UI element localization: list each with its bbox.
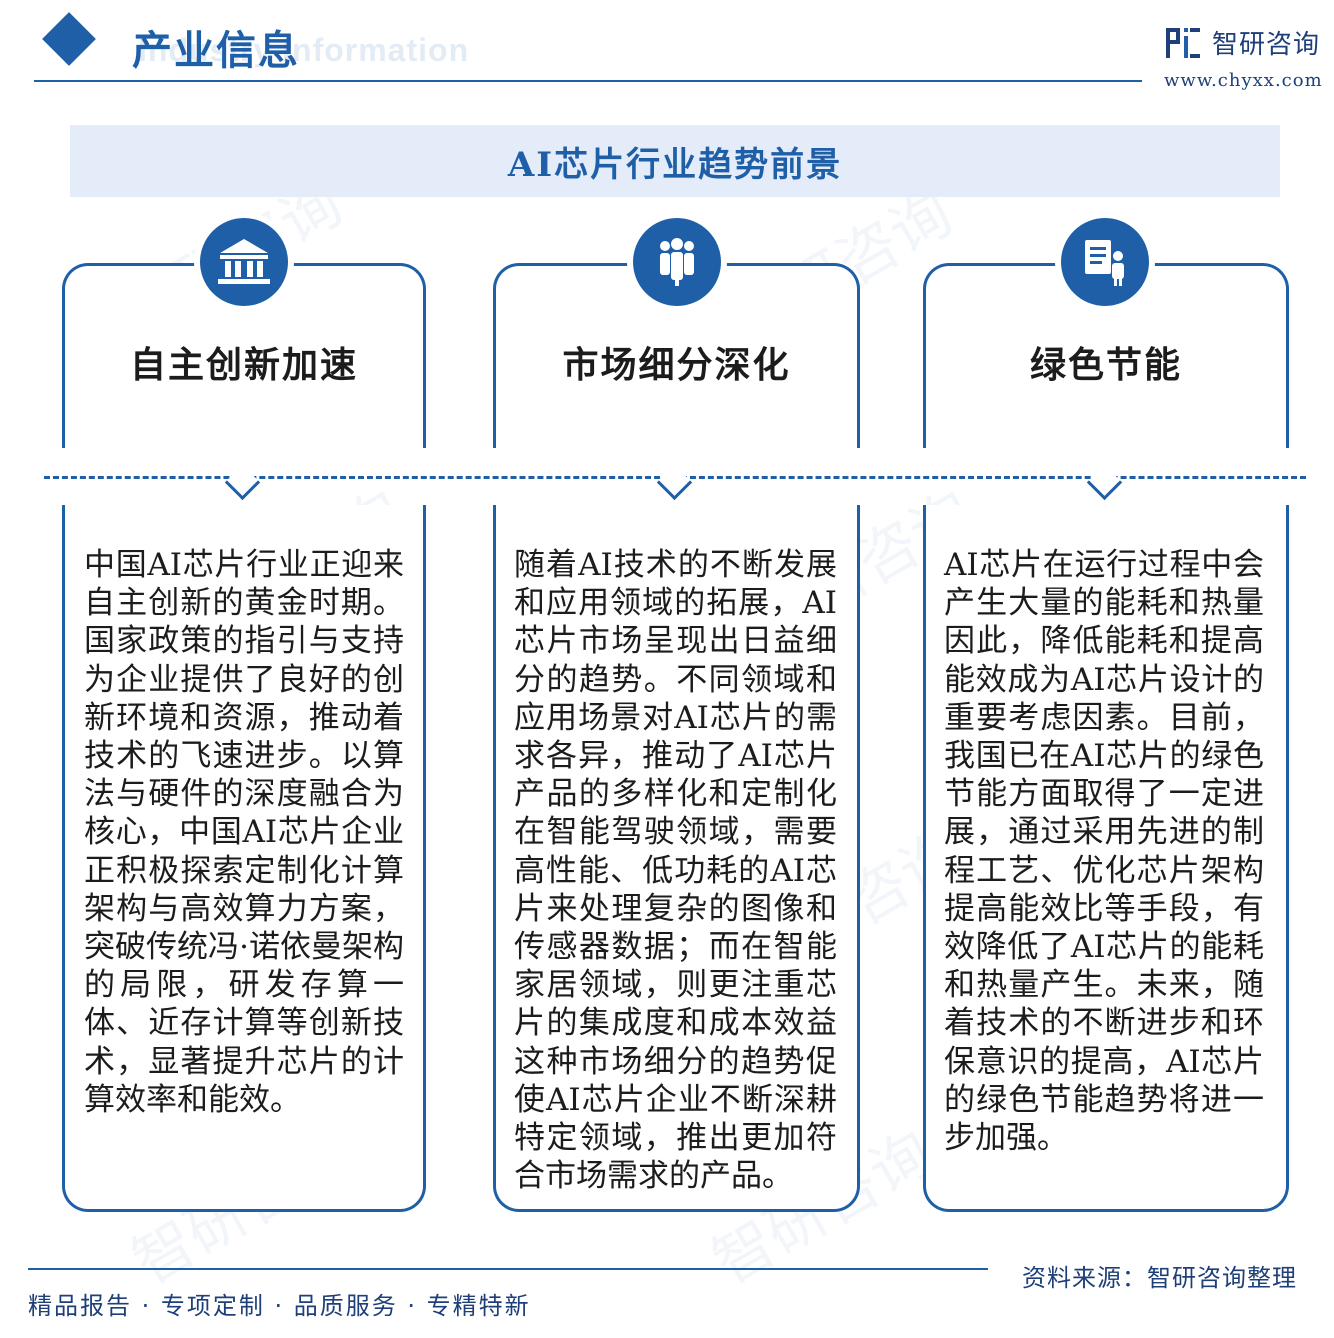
footer-divider	[28, 1268, 988, 1270]
data-source: 资料来源：智研咨询整理	[1022, 1264, 1297, 1292]
section-banner: AI芯片行业趋势前景	[70, 125, 1280, 197]
card-body-3	[923, 505, 1289, 1212]
bank-icon	[194, 212, 294, 312]
footer-slogan: 精品报告 · 专项定制 · 品质服务 · 专精特新	[28, 1292, 531, 1320]
chevron-down-icon	[224, 464, 261, 501]
people-group-icon	[627, 212, 727, 312]
logo-name: 智研咨询	[1212, 30, 1321, 60]
column-text-2: 随着AI技术的不断发展和应用领域的拓展，AI芯片市场呈现出日益细分的趋势。不同领…	[514, 547, 837, 1195]
document-person-icon	[1055, 212, 1155, 312]
logo-url[interactable]: www.chyxx.com	[1164, 70, 1323, 91]
header-subtitle: Industry Information	[138, 32, 470, 68]
chevron-down-icon	[1086, 464, 1123, 501]
column-title-3: 绿色节能	[1029, 344, 1182, 386]
logo-icon	[1166, 28, 1200, 58]
diamond-icon	[42, 12, 96, 66]
banner-title: AI芯片行业趋势前景	[507, 144, 843, 185]
column-title-1: 自主创新加速	[129, 344, 358, 386]
header-divider	[34, 80, 1142, 82]
column-text-1: 中国AI芯片行业正迎来自主创新的黄金时期。国家政策的指引与支持为企业提供了良好的…	[84, 547, 404, 1118]
column-text-3: AI芯片在运行过程中会产生大量的能耗和热量因此，降低能耗和提高能效成为AI芯片设…	[944, 547, 1264, 1157]
chevron-down-icon	[656, 464, 693, 501]
card-body-2	[493, 505, 860, 1212]
card-body-1	[62, 505, 426, 1212]
page-title: 产业信息	[132, 27, 300, 74]
column-title-2: 市场细分深化	[562, 344, 791, 386]
